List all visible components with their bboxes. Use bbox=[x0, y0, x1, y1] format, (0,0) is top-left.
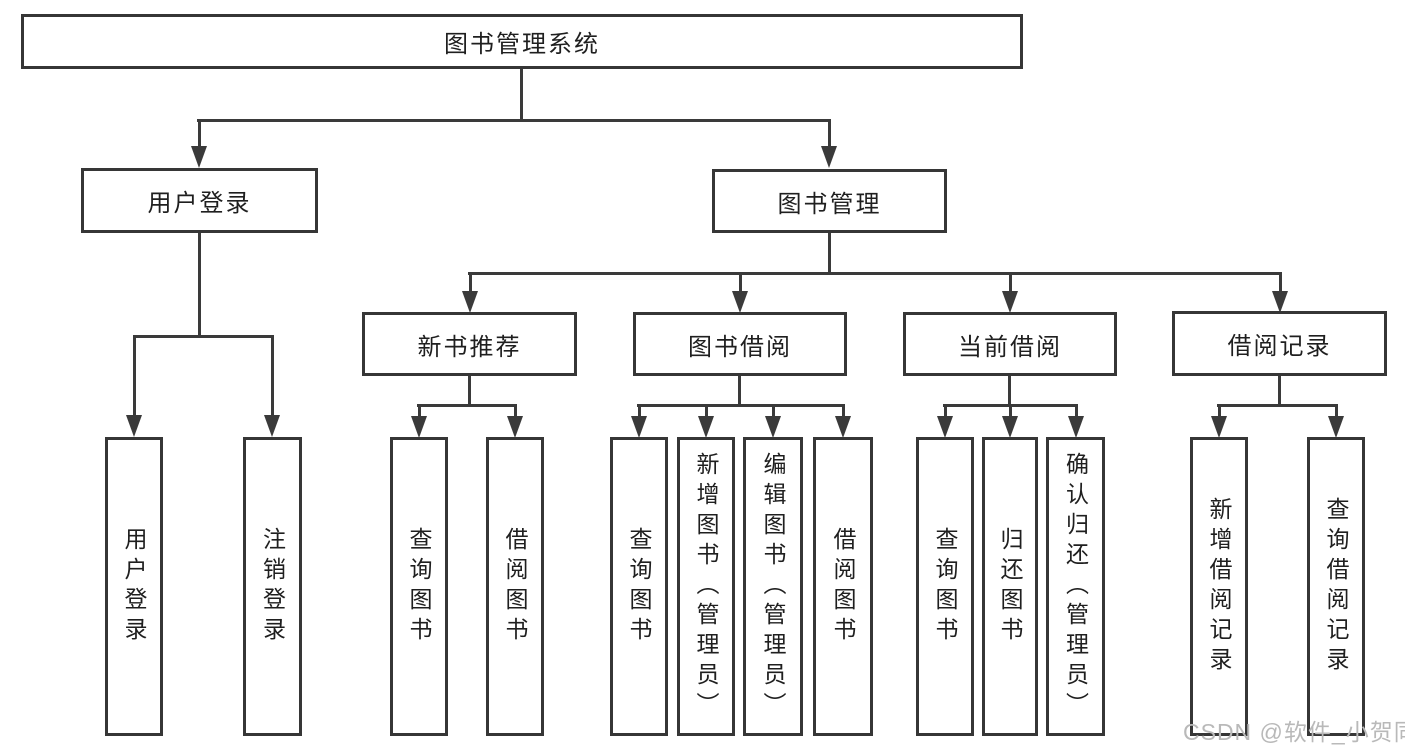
arrowhead-down-icon bbox=[191, 146, 207, 168]
connector-arrow-stem bbox=[1009, 404, 1012, 418]
arrowhead-down-icon bbox=[1328, 416, 1344, 438]
arrowhead-down-icon bbox=[411, 416, 427, 438]
connector-arrow-stem bbox=[739, 272, 742, 293]
connector-line bbox=[828, 233, 831, 275]
node-new-book-recommend-label: 新书推荐 bbox=[417, 333, 522, 361]
connector-line bbox=[1217, 404, 1338, 407]
leaf-edit-books-admin-label: 编辑图书（管理员） bbox=[760, 451, 786, 722]
leaf-return-books: 归还图书 bbox=[982, 437, 1038, 736]
node-borrowing-records-label: 借阅记录 bbox=[1227, 333, 1332, 360]
connector-line bbox=[520, 69, 523, 122]
connector-arrow-stem bbox=[133, 335, 136, 417]
arrowhead-down-icon bbox=[1002, 291, 1018, 313]
connector-line bbox=[468, 272, 1282, 275]
node-book-management: 图书管理 bbox=[712, 169, 947, 233]
connector-line bbox=[738, 376, 741, 407]
connector-line bbox=[1008, 376, 1011, 407]
node-root-label: 图书管理系统 bbox=[444, 31, 600, 58]
leaf-logout-label: 注销登录 bbox=[259, 526, 286, 647]
arrowhead-down-icon bbox=[1068, 416, 1084, 438]
arrowhead-down-icon bbox=[1211, 416, 1227, 438]
leaf-query-borrow-record-label: 查询借阅记录 bbox=[1323, 496, 1349, 677]
csdn-watermark: CSDN @软件_小贺同学 bbox=[1183, 719, 1405, 745]
connector-line bbox=[468, 376, 471, 407]
connector-arrow-stem bbox=[638, 404, 641, 418]
arrowhead-down-icon bbox=[835, 416, 851, 438]
node-book-borrowing: 图书借阅 bbox=[633, 312, 847, 376]
arrowhead-down-icon bbox=[631, 416, 647, 438]
connector-line bbox=[417, 404, 517, 407]
node-borrowing-records: 借阅记录 bbox=[1172, 311, 1387, 376]
node-book-management-label: 图书管理 bbox=[777, 190, 882, 218]
connector-arrow-stem bbox=[469, 272, 472, 293]
leaf-borrow-books-recommend: 借阅图书 bbox=[486, 437, 544, 736]
leaf-confirm-return-admin: 确认归还（管理员） bbox=[1046, 437, 1105, 736]
arrowhead-down-icon bbox=[126, 415, 142, 437]
connector-line bbox=[637, 404, 845, 407]
connector-arrow-stem bbox=[418, 404, 421, 418]
connector-line bbox=[1278, 376, 1281, 407]
leaf-add-borrow-record-label: 新增借阅记录 bbox=[1206, 496, 1232, 677]
leaf-user-login-label: 用户登录 bbox=[121, 526, 147, 647]
connector-arrow-stem bbox=[705, 404, 708, 418]
connector-arrow-stem bbox=[772, 404, 775, 418]
arrowhead-down-icon bbox=[1002, 416, 1018, 438]
leaf-query-borrow-record: 查询借阅记录 bbox=[1307, 437, 1365, 736]
arrowhead-down-icon bbox=[507, 416, 523, 438]
connector-arrow-stem bbox=[842, 404, 845, 418]
arrowhead-down-icon bbox=[937, 416, 953, 438]
leaf-add-books-admin-label: 新增图书（管理员） bbox=[693, 451, 719, 722]
leaf-return-books-label: 归还图书 bbox=[997, 526, 1023, 647]
leaf-query-books-recommend: 查询图书 bbox=[390, 437, 448, 736]
leaf-user-login: 用户登录 bbox=[105, 437, 163, 736]
arrowhead-down-icon bbox=[732, 291, 748, 313]
node-book-borrowing-label: 图书借阅 bbox=[688, 333, 792, 361]
arrowhead-down-icon bbox=[821, 146, 837, 168]
connector-arrow-stem bbox=[271, 335, 274, 417]
connector-arrow-stem bbox=[1218, 404, 1221, 418]
connector-arrow-stem bbox=[944, 404, 947, 418]
arrowhead-down-icon bbox=[698, 416, 714, 438]
connector-arrow-stem bbox=[1075, 404, 1078, 418]
node-user-login-label: 用户登录 bbox=[147, 190, 252, 217]
arrowhead-down-icon bbox=[462, 291, 478, 313]
leaf-edit-books-admin: 编辑图书（管理员） bbox=[743, 437, 803, 736]
connector-line bbox=[197, 119, 831, 122]
node-current-borrowing-label: 当前借阅 bbox=[958, 333, 1062, 361]
connector-arrow-stem bbox=[1009, 272, 1012, 293]
node-current-borrowing: 当前借阅 bbox=[903, 312, 1117, 376]
arrowhead-down-icon bbox=[765, 416, 781, 438]
leaf-borrow-books-recommend-label: 借阅图书 bbox=[502, 526, 528, 647]
arrowhead-down-icon bbox=[1272, 291, 1288, 313]
leaf-add-books-admin: 新增图书（管理员） bbox=[677, 437, 735, 736]
node-user-login: 用户登录 bbox=[81, 168, 318, 233]
leaf-borrow-books-borrowing: 借阅图书 bbox=[813, 437, 873, 736]
connector-arrow-stem bbox=[514, 404, 517, 418]
leaf-confirm-return-admin-label: 确认归还（管理员） bbox=[1062, 451, 1089, 722]
leaf-logout: 注销登录 bbox=[243, 437, 302, 736]
leaf-query-books-borrowing-label: 查询图书 bbox=[626, 526, 652, 647]
node-new-book-recommend: 新书推荐 bbox=[362, 312, 577, 376]
leaf-query-books-borrowing: 查询图书 bbox=[610, 437, 668, 736]
node-root: 图书管理系统 bbox=[21, 14, 1023, 69]
leaf-borrow-books-borrowing-label: 借阅图书 bbox=[830, 526, 856, 647]
connector-arrow-stem bbox=[198, 119, 201, 148]
leaf-query-books-recommend-label: 查询图书 bbox=[406, 526, 432, 647]
connector-arrow-stem bbox=[1279, 272, 1282, 293]
leaf-query-books-current: 查询图书 bbox=[916, 437, 974, 736]
leaf-query-books-current-label: 查询图书 bbox=[932, 526, 958, 647]
connector-line bbox=[198, 233, 201, 338]
leaf-add-borrow-record: 新增借阅记录 bbox=[1190, 437, 1248, 736]
connector-arrow-stem bbox=[1335, 404, 1338, 418]
connector-line bbox=[133, 335, 274, 338]
connector-arrow-stem bbox=[828, 119, 831, 148]
arrowhead-down-icon bbox=[264, 415, 280, 437]
